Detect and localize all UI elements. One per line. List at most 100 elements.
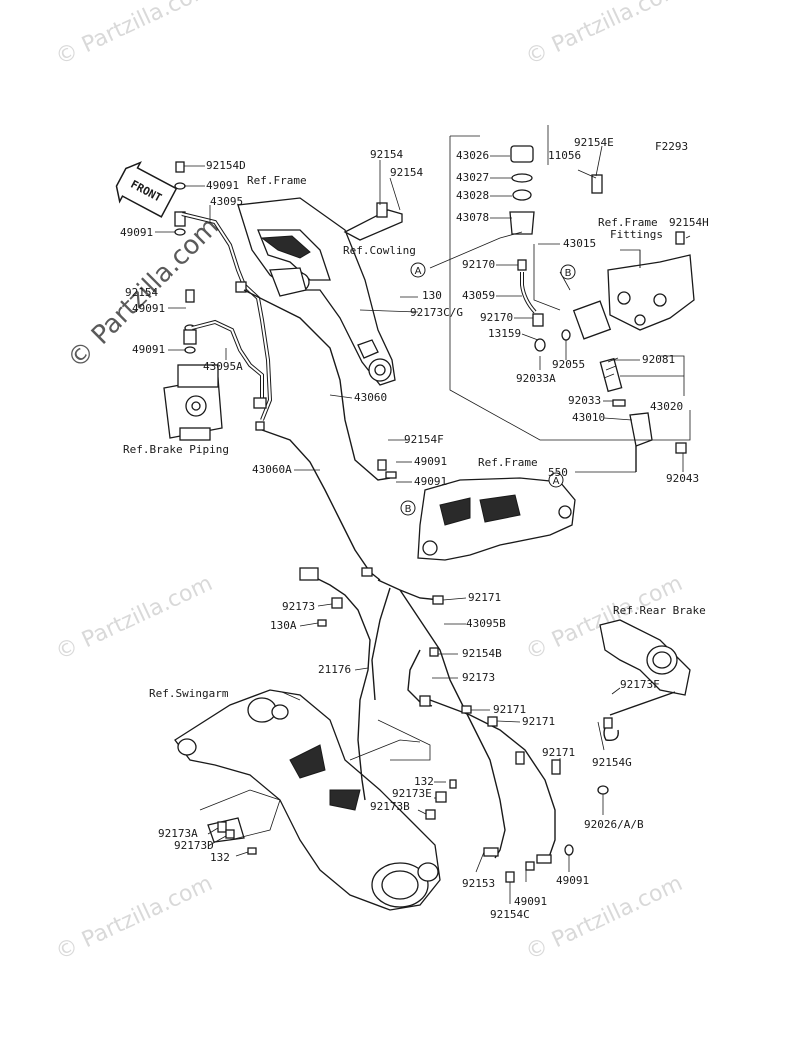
part-label[interactable]: 49091	[414, 475, 447, 488]
watermark-top-right: © Partzilla.com	[522, 0, 686, 70]
part-label[interactable]: 49091	[556, 874, 589, 887]
part-label[interactable]: 49091	[206, 179, 239, 192]
front-arrow-icon	[115, 161, 178, 218]
part-label[interactable]: 92171	[542, 746, 575, 759]
part-label[interactable]: 92173	[282, 600, 315, 613]
part-label[interactable]: 550	[548, 466, 568, 479]
part-label[interactable]: 92173E	[392, 787, 432, 800]
part-label[interactable]: 92154D	[206, 159, 246, 172]
part-label[interactable]: 92171	[522, 715, 555, 728]
part-label[interactable]: 92154F	[404, 433, 444, 446]
part-label[interactable]: 92173C/G	[410, 306, 463, 319]
part-label[interactable]: 43028	[456, 189, 489, 202]
part-label[interactable]: 92153	[462, 877, 495, 890]
part-label[interactable]: 92171	[468, 591, 501, 604]
part-label[interactable]: 132	[210, 851, 230, 864]
reference-labels: Ref.Frame Ref.Cowling Ref.Frame Fittings…	[123, 174, 706, 700]
ref-swingarm: Ref.Swingarm	[149, 687, 229, 700]
callout-tags: A B A B	[400, 262, 576, 516]
part-label[interactable]: 49091	[132, 343, 165, 356]
watermark-mid-left: © Partzilla.com	[52, 571, 216, 665]
tag-a-top-label: A	[415, 266, 422, 277]
part-label[interactable]: 92043	[666, 472, 699, 485]
part-number-labels: 92154D 49091 43095 49091 92154 92154 921…	[120, 136, 709, 921]
ref-frame-fittings-line1: Ref.Frame	[598, 216, 658, 229]
ref-cowling: Ref.Cowling	[343, 244, 416, 257]
rear-brake-caliper	[599, 619, 691, 741]
part-label[interactable]: 92171	[493, 703, 526, 716]
part-label[interactable]: 92154B	[462, 647, 502, 660]
tag-a-mid-label: A	[553, 476, 560, 487]
part-label[interactable]: 43060	[354, 391, 387, 404]
part-label[interactable]: 92026/A/B	[584, 818, 644, 831]
ref-frame-mid: Ref.Frame	[478, 456, 538, 469]
part-label[interactable]: 92154E	[574, 136, 614, 149]
part-label[interactable]: 132	[414, 775, 434, 788]
tag-b-mid-label: B	[405, 504, 412, 515]
diagram-code: F2293	[655, 140, 688, 153]
leader-lines	[155, 125, 691, 904]
master-cylinder-reservoir	[509, 145, 603, 352]
watermark-bottom-left: © Partzilla.com	[52, 871, 216, 965]
part-label[interactable]: 43060A	[252, 463, 292, 476]
mid-frame	[417, 477, 576, 561]
part-label[interactable]: 43020	[650, 400, 683, 413]
part-label[interactable]: 92173D	[174, 839, 214, 852]
part-label[interactable]: 130	[422, 289, 442, 302]
cowling-bracket	[343, 202, 403, 359]
part-label[interactable]: 43026	[456, 149, 489, 162]
part-label[interactable]: 21176	[318, 663, 351, 676]
ref-frame-fittings-line2: Fittings	[610, 228, 663, 241]
part-label[interactable]: 13159	[488, 327, 521, 340]
part-label[interactable]: 43010	[572, 411, 605, 424]
part-label[interactable]: 92154H	[669, 216, 709, 229]
part-label[interactable]: 92033A	[516, 372, 556, 385]
part-label[interactable]: 43095	[210, 195, 243, 208]
part-label[interactable]: 49091	[132, 302, 165, 315]
part-label[interactable]: 43078	[456, 211, 489, 224]
tag-a-mid	[548, 472, 564, 488]
part-label[interactable]: 92154	[125, 286, 158, 299]
part-label[interactable]: 43027	[456, 171, 489, 184]
part-label[interactable]: 49091	[414, 455, 447, 468]
tag-b-mid	[400, 500, 416, 516]
part-label[interactable]: 92154	[390, 166, 423, 179]
part-label[interactable]: 43095A	[203, 360, 243, 373]
watermark-top-left: © Partzilla.com	[52, 0, 216, 70]
abs-unit	[163, 161, 223, 441]
part-label[interactable]: 92173A	[158, 827, 198, 840]
frame-outline	[237, 197, 396, 386]
part-label[interactable]: 92154	[370, 148, 403, 161]
lower-brake-hoses	[217, 567, 613, 883]
tag-b-top	[560, 264, 576, 280]
ref-frame-top: Ref.Frame	[247, 174, 307, 187]
part-label[interactable]: 92173F	[620, 678, 660, 691]
watermark-bottom-right: © Partzilla.com	[522, 871, 686, 965]
ref-brake-piping: Ref.Brake Piping	[123, 443, 229, 456]
part-label[interactable]: 92170	[462, 258, 495, 271]
push-rod-assembly	[599, 357, 687, 472]
part-label[interactable]: 92154G	[592, 756, 632, 769]
part-label[interactable]: 49091	[514, 895, 547, 908]
part-label[interactable]: 130A	[270, 619, 297, 632]
ref-rear-brake: Ref.Rear Brake	[613, 604, 706, 617]
part-label[interactable]: 92081	[642, 353, 675, 366]
part-label[interactable]: 43015	[563, 237, 596, 250]
pedal-bracket	[572, 231, 695, 340]
upper-brake-hoses	[181, 212, 397, 581]
part-label[interactable]: 43095B	[466, 617, 506, 630]
part-label[interactable]: 92170	[480, 311, 513, 324]
part-label[interactable]: 92033	[568, 394, 601, 407]
part-label[interactable]: 92154C	[490, 908, 530, 921]
part-label[interactable]: 92173B	[370, 800, 410, 813]
swingarm	[174, 689, 441, 911]
part-label[interactable]: 11056	[548, 149, 581, 162]
part-label[interactable]: 92055	[552, 358, 585, 371]
tag-b-top-label: B	[565, 268, 572, 279]
tag-a-top	[410, 262, 426, 278]
part-label[interactable]: 49091	[120, 226, 153, 239]
part-label[interactable]: 92173	[462, 671, 495, 684]
part-label[interactable]: 43059	[462, 289, 495, 302]
